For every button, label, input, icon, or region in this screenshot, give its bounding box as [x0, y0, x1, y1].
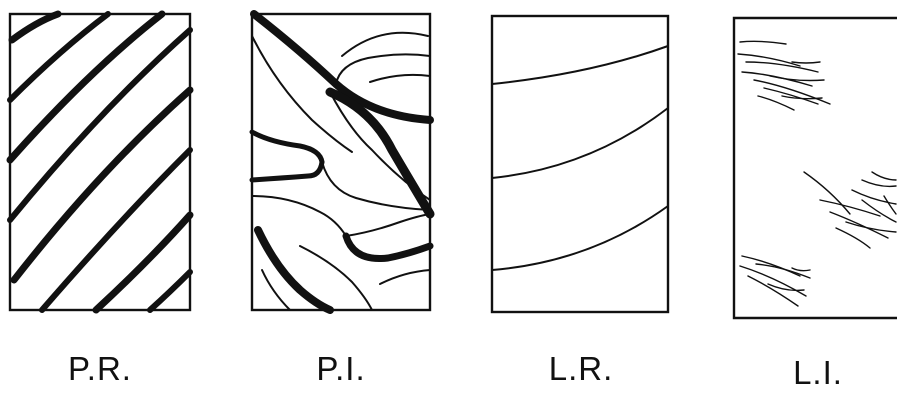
panel-pi-drawing — [249, 10, 435, 314]
panel-pi: P.I. — [249, 10, 435, 387]
panel-li-label: L.I. — [793, 354, 843, 391]
panel-pr-frame — [8, 12, 192, 312]
panel-li: L.I. — [732, 16, 897, 391]
panel-pr-label: P.R. — [68, 350, 132, 387]
panel-lr-frame — [490, 14, 670, 314]
panel-lr-drawing — [491, 45, 669, 271]
panel-lr-label: L.R. — [549, 350, 614, 387]
panel-lr: L.R. — [490, 14, 670, 387]
panel-pi-label: P.I. — [316, 350, 365, 387]
panel-li-frame — [732, 16, 897, 320]
panel-pr: P.R. — [6, 10, 194, 387]
panel-li-drawing — [737, 40, 897, 307]
panel-pi-frame — [250, 12, 432, 312]
panel-pr-drawing — [6, 10, 194, 314]
